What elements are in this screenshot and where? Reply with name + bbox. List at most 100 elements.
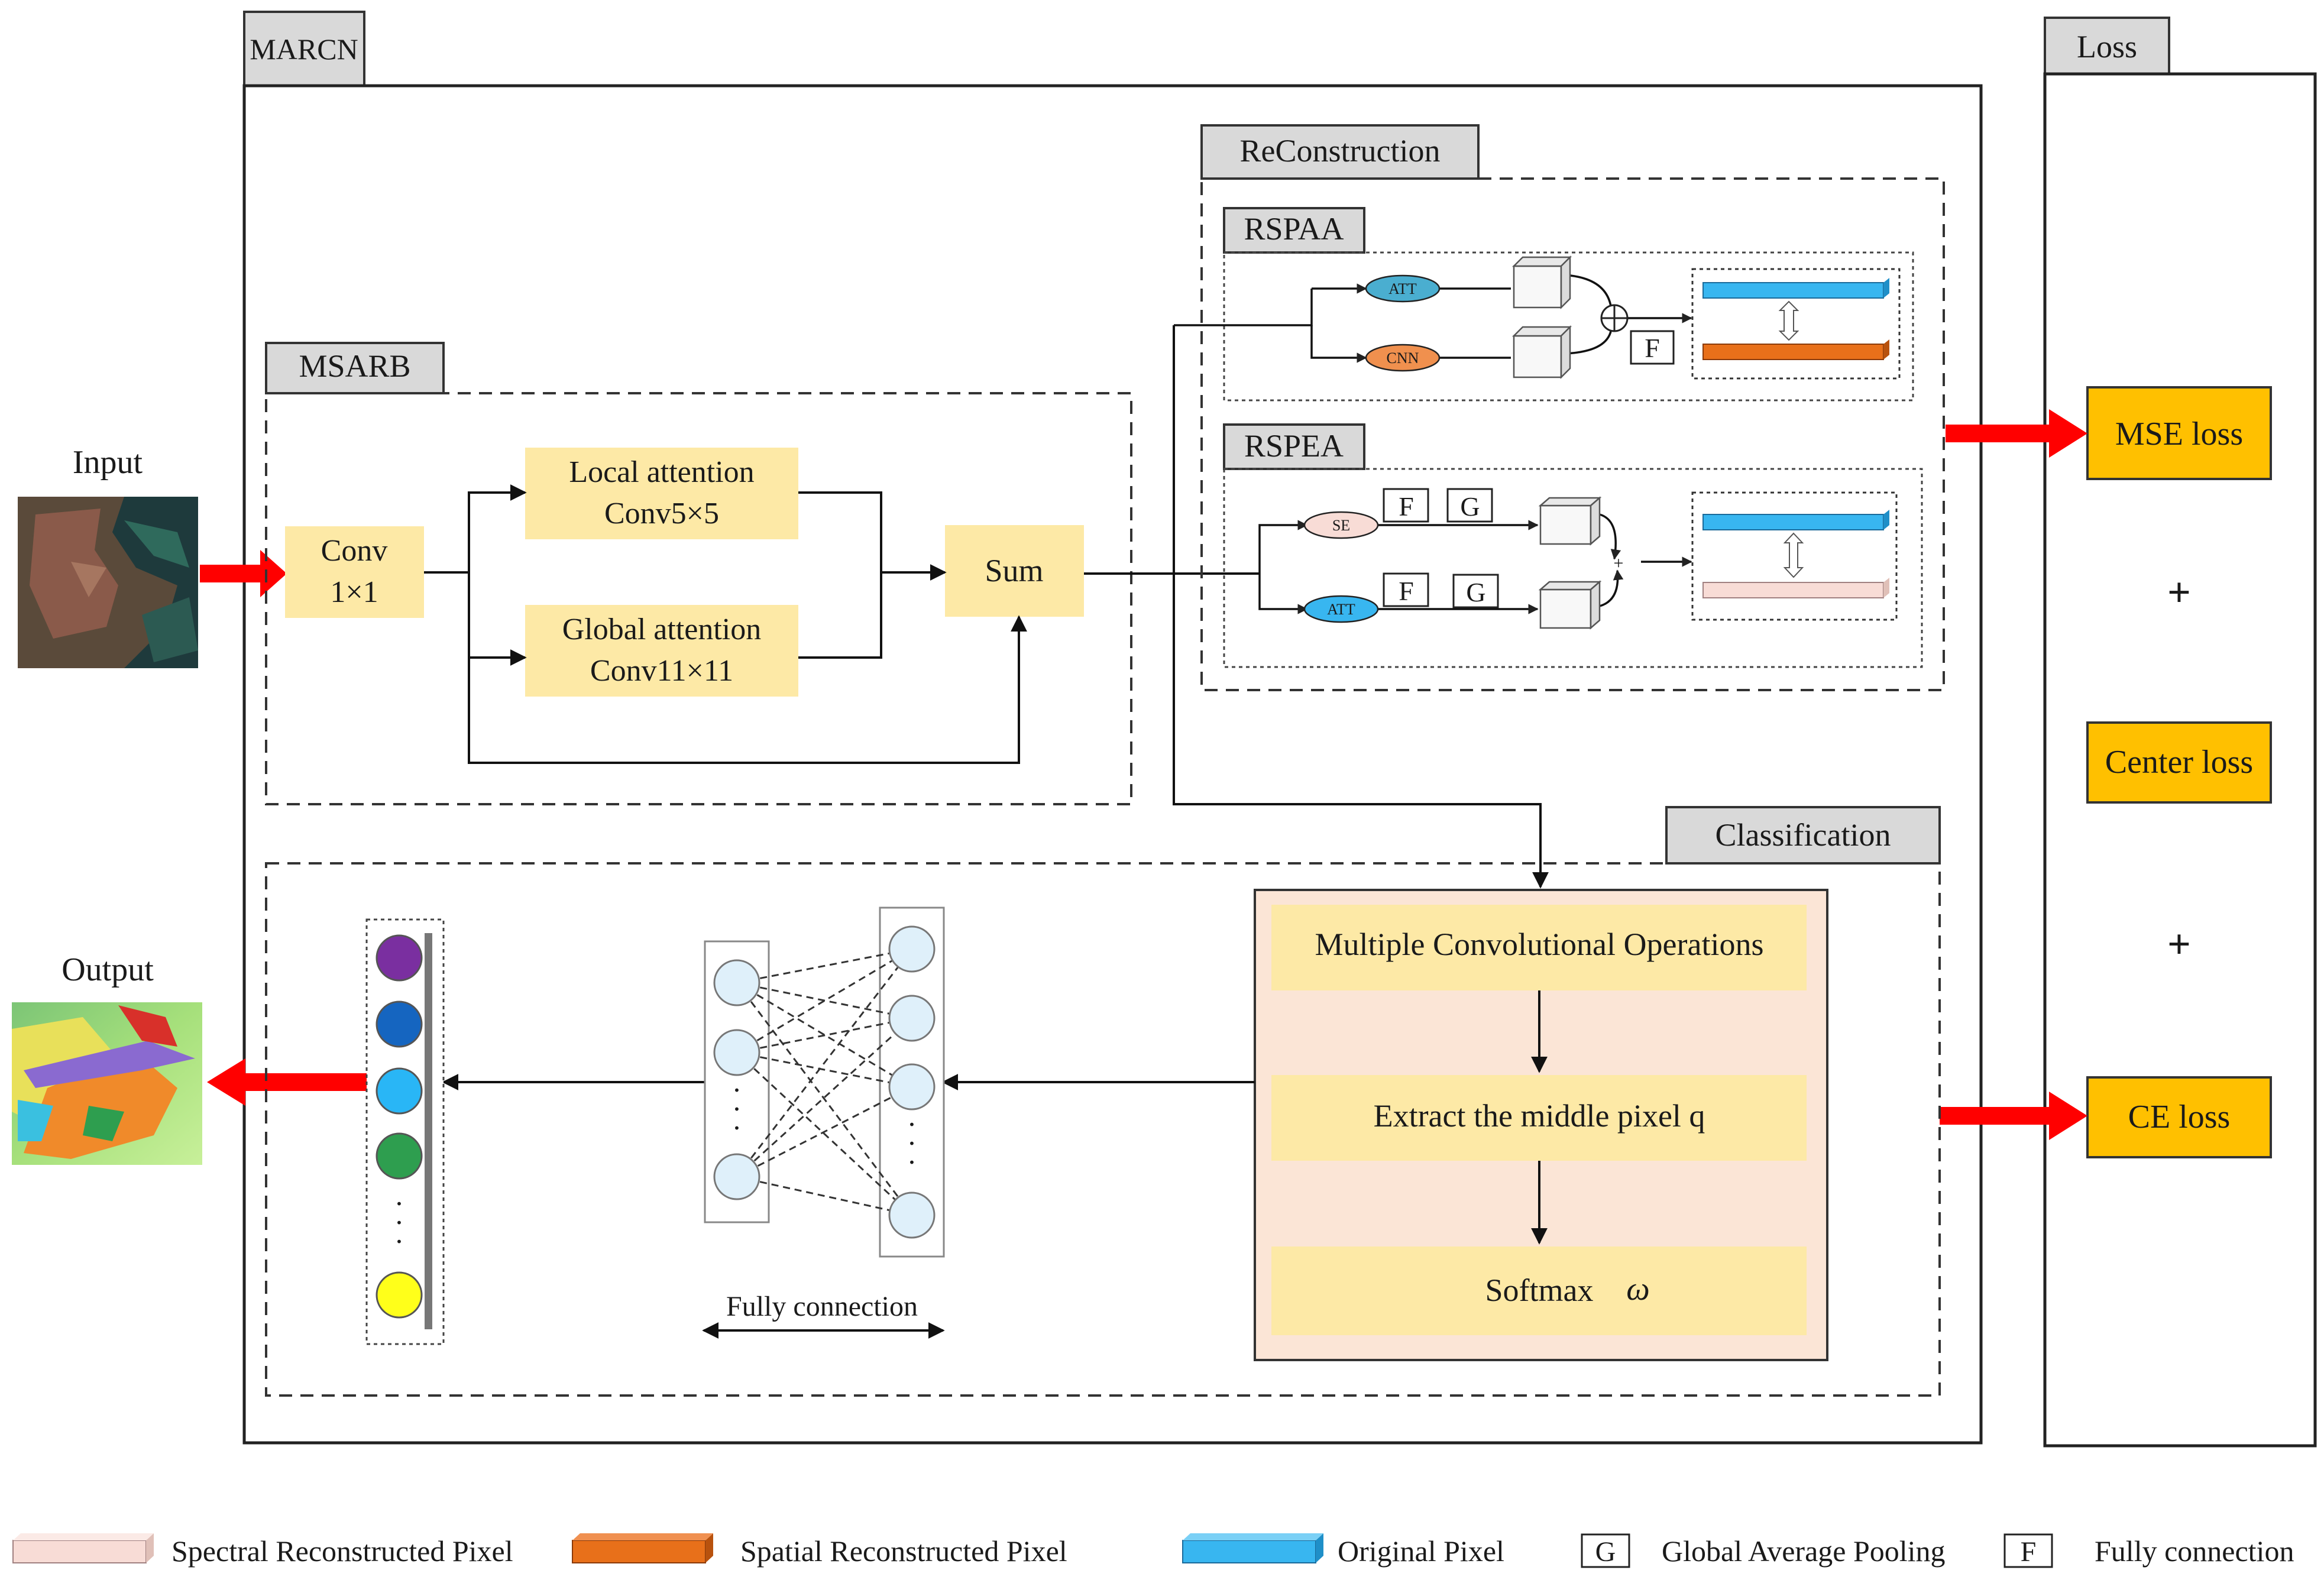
cnn-node-label: CNN [1387, 349, 1419, 367]
legend-spectral-label: Spectral Reconstructed Pixel [171, 1534, 513, 1568]
plus-sign-2: + [2167, 922, 2191, 967]
fc-network: · · · · · · Fully connection [702, 906, 945, 1339]
classification-frame [265, 862, 1941, 1397]
fc-right-node [888, 1063, 936, 1110]
rspaa-tab [1223, 207, 1365, 254]
conv-size-label: 1×1 [330, 575, 378, 609]
legend-original-swatch [1182, 1533, 1323, 1563]
output-label: Output [62, 951, 154, 988]
softmax-box [1271, 1246, 1807, 1335]
loss-tab-label: Loss [2077, 29, 2137, 64]
conv-label: Conv [321, 534, 388, 568]
input-satellite-image [18, 497, 198, 668]
output-class-node [376, 934, 423, 982]
rspea-pixel-compare [1691, 491, 1898, 621]
classification-block: Classification Multiple Convolutional Op… [265, 806, 1941, 1397]
legend-f-symbol: F [2021, 1536, 2037, 1568]
legend-g-box [1581, 1533, 1630, 1568]
att-node [1365, 274, 1441, 303]
marcn-tab-label: MARCN [250, 33, 358, 66]
svg-text:·: · [907, 1126, 917, 1160]
att-cube [1511, 255, 1572, 310]
marcn-tab [243, 11, 365, 87]
omega-symbol: ω [1626, 1271, 1650, 1307]
rspaa-f-label: F [1645, 333, 1660, 363]
svg-text:·: · [394, 1225, 404, 1258]
rspea-g-box-2 [1452, 574, 1499, 608]
legend-f-box [2003, 1533, 2053, 1568]
att-node-label: ATT [1388, 280, 1417, 297]
svg-text:·: · [732, 1092, 742, 1125]
legend-g-label: Global Average Pooling [1662, 1534, 1946, 1568]
output-class-node [376, 1067, 423, 1115]
output-class-column: · · · [365, 918, 445, 1345]
svg-text:·: · [394, 1206, 404, 1239]
output-arrow [207, 1058, 376, 1106]
marcn-panel: MARCN [242, 11, 1983, 1445]
rspaa-frame [1223, 251, 1914, 402]
mse-arrow [1946, 409, 2087, 458]
legend-spatial-label: Spatial Reconstructed Pixel [740, 1534, 1067, 1568]
softmax-label: Softmax [1485, 1273, 1594, 1308]
fc-right-node [888, 995, 936, 1042]
rspea-att-node [1303, 595, 1379, 623]
local-conv-label: Conv5×5 [604, 497, 719, 530]
reconstruction-block: ReConstruction RSPAA ATT CNN [1174, 124, 1945, 691]
extract-pixel-box [1271, 1075, 1807, 1161]
msarb-frame [265, 392, 1132, 805]
svg-text:·: · [732, 1111, 742, 1144]
global-conv-label: Conv11×11 [590, 654, 733, 688]
extract-pixel-label: Extract the middle pixel q [1374, 1098, 1705, 1134]
rspea-block: RSPEA SE ATT F G F G [1223, 423, 1923, 668]
rspea-frame [1223, 468, 1923, 668]
conv-ops-box [1271, 905, 1807, 990]
legend-original-label: Original Pixel [1338, 1534, 1504, 1568]
fc-connections [736, 946, 913, 1218]
loss-frame [2043, 72, 2317, 1448]
fc-left-ellipsis: · · · [732, 1073, 742, 1144]
add-node [1600, 304, 1629, 332]
rspea-f-box-1 [1383, 488, 1429, 523]
cnn-cube [1511, 325, 1572, 380]
rspea-f-label-1: F [1399, 491, 1414, 522]
loss-panel: Loss MSE loss + Center loss + CE loss [2043, 17, 2317, 1448]
fc-right-ellipsis: · · · [907, 1108, 917, 1178]
output-group: Output [12, 951, 376, 1165]
fc-left-node [713, 1029, 760, 1076]
rspea-g-label-1: G [1460, 491, 1480, 522]
rspaa-tab-label: RSPAA [1244, 211, 1344, 247]
rspea-tab-label: RSPEA [1244, 428, 1344, 464]
global-attention-label: Global attention [562, 613, 761, 646]
conv-1x1-box [285, 526, 424, 618]
fc-right-node [888, 925, 936, 973]
svg-text:·: · [907, 1108, 917, 1141]
rspaa-block: RSPAA ATT CNN [1174, 207, 1914, 402]
marcn-frame [242, 84, 1983, 1445]
reconstruction-frame [1200, 177, 1945, 691]
rspaa-pixel-compare [1691, 268, 1901, 380]
legend-spatial-swatch [572, 1533, 713, 1563]
output-class-node [376, 1001, 423, 1048]
original-pixel-bar-1 [1702, 278, 1889, 299]
legend-g-symbol: G [1595, 1536, 1616, 1568]
fc-left-node [713, 1153, 760, 1200]
svg-text:·: · [732, 1073, 742, 1106]
fc-left-node [713, 959, 760, 1006]
input-label: Input [73, 444, 143, 481]
reconstruction-tab-label: ReConstruction [1240, 133, 1441, 169]
local-attention-box [525, 448, 798, 539]
se-node [1303, 511, 1379, 539]
ce-arrow [1940, 1092, 2087, 1140]
spatial-pixel-bar [1702, 339, 1889, 360]
output-class-node [376, 1271, 423, 1319]
rspea-g-label-2: G [1466, 577, 1485, 607]
output-class-node [376, 1132, 423, 1180]
msarb-tab-label: MSARB [299, 348, 410, 384]
rspea-att-cube [1538, 580, 1602, 630]
mse-loss-box [2086, 386, 2272, 480]
input-group: Input [18, 444, 287, 668]
legend-f-label: Fully connection [2095, 1534, 2294, 1568]
input-arrow [200, 550, 287, 597]
